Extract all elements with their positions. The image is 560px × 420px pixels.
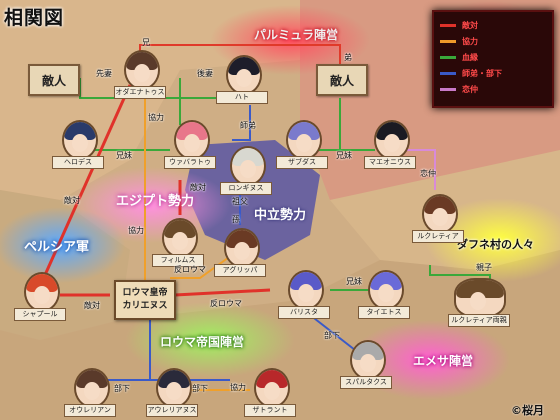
rel-hanroma2: 反ロウマ: [210, 299, 242, 308]
rel-teki1: 敵対: [64, 196, 80, 205]
rel-otouto: 弟: [344, 53, 352, 62]
character-name: ハト: [216, 91, 268, 104]
emperor-title: ロウマ皇帝: [122, 288, 168, 298]
faction-rome: ロウマ帝国陣営: [160, 335, 245, 349]
portrait: [350, 340, 386, 380]
character-name: ザトラント: [244, 404, 296, 417]
character-name: ルクレティア両親: [448, 314, 510, 327]
enemy-box-right: 敵人: [316, 64, 368, 96]
portrait: [162, 218, 198, 258]
rel-teki3: 敵対: [84, 301, 100, 310]
character-maeonius[interactable]: マエオニウス: [364, 120, 416, 172]
character-name: オダエナトゥス: [114, 86, 166, 99]
character-name: オウレリアン: [64, 404, 116, 417]
rel-shikyaku: 師弟: [240, 121, 256, 130]
character-name: マエオニウス: [364, 156, 416, 169]
faction-egypt: エジプト勢力: [116, 194, 195, 209]
character-name: タイエトス: [358, 306, 410, 319]
character-philomus[interactable]: フィルムス: [152, 218, 204, 270]
character-name: アウレリアヌス: [146, 404, 198, 417]
rel-buka3: 部下: [324, 331, 340, 340]
character-herodes[interactable]: ヘロデス: [52, 120, 104, 172]
rel-kyouryoku3: 協力: [230, 383, 246, 392]
character-zabdas[interactable]: ザブダス: [276, 120, 328, 172]
faction-palmyra: パルミュラ陣営: [254, 28, 339, 42]
character-baritsa[interactable]: バリスタ: [278, 270, 330, 322]
rel-ani: 兄: [142, 38, 150, 47]
page-title: 相関図: [4, 7, 65, 29]
character-name: アグリッパ: [214, 264, 266, 277]
character-aurelian[interactable]: オウレリアン: [64, 368, 116, 420]
character-longinus[interactable]: ロンギヌス: [220, 146, 272, 198]
rel-kyoudai3: 兄妹: [346, 277, 362, 286]
character-name: ロンギヌス: [220, 182, 272, 195]
character-name: ルクレティア: [412, 230, 464, 243]
rel-kyoudai1: 兄妹: [116, 151, 132, 160]
character-name: スパルタクス: [340, 376, 392, 389]
emperor-box: ロウマ皇帝 カリエヌス: [114, 280, 176, 320]
character-spartacus[interactable]: スパルタクス: [340, 340, 392, 392]
character-name: ザブダス: [276, 156, 328, 169]
legend-item: 師弟・部下: [440, 66, 502, 80]
rel-buka2: 部下: [192, 384, 208, 393]
legend-item: 敵対: [440, 18, 478, 32]
character-aurelius[interactable]: アウレリアヌス: [146, 368, 198, 420]
portrait: [230, 146, 266, 186]
portrait: [124, 50, 160, 90]
rel-kousai: 後妻: [197, 69, 213, 78]
rel-buka1: 部下: [114, 384, 130, 393]
portrait: [174, 120, 210, 160]
character-odaenathus[interactable]: オダエナトゥス: [114, 50, 166, 102]
copyright: ©桜月: [511, 404, 544, 417]
character-zenobia[interactable]: ザトラント: [244, 368, 296, 420]
portrait: [454, 278, 506, 318]
rel-renai: 恋仲: [420, 169, 436, 178]
character-lucretia[interactable]: ルクレティア: [412, 194, 464, 246]
portrait: [156, 368, 192, 408]
rel-mago: 孫: [232, 215, 240, 224]
portrait: [368, 270, 404, 310]
rel-shisou: 祖父: [232, 197, 248, 206]
character-hato[interactable]: ハト: [216, 55, 268, 107]
portrait: [422, 194, 458, 234]
enemy-box-left: 敵人: [28, 64, 80, 96]
character-name: ウァバラトゥ: [164, 156, 216, 169]
portrait: [224, 228, 260, 268]
legend-item: 協力: [440, 34, 478, 48]
rel-kyoudai2: 兄妹: [336, 151, 352, 160]
character-lucretia-parents[interactable]: ルクレティア両親: [448, 278, 510, 330]
rel-teki2: 敵対: [190, 183, 206, 192]
portrait: [374, 120, 410, 160]
portrait: [254, 368, 290, 408]
rel-kyouryoku2: 協力: [128, 226, 144, 235]
rel-oyako: 親子: [476, 263, 492, 272]
rel-hanroma1: 反ロウマ: [174, 265, 206, 274]
character-name: ヘロデス: [52, 156, 104, 169]
rel-kyouryoku1: 協力: [148, 113, 164, 122]
emperor-name: カリエヌス: [122, 301, 168, 311]
rel-sensai: 先妻: [96, 69, 112, 78]
portrait: [286, 120, 322, 160]
character-vaballathus[interactable]: ウァバラトゥ: [164, 120, 216, 172]
faction-daphne: ダフネ村の人々: [457, 238, 534, 251]
faction-neutral: 中立勢力: [254, 208, 307, 223]
portrait: [288, 270, 324, 310]
character-name: フィルムス: [152, 254, 204, 267]
character-taietus[interactable]: タイエトス: [358, 270, 410, 322]
portrait: [74, 368, 110, 408]
legend-item: 恋仲: [440, 82, 478, 96]
character-agrippa[interactable]: アグリッパ: [214, 228, 266, 280]
legend-item: 血縁: [440, 50, 478, 64]
character-name: シャプール: [14, 308, 66, 321]
portrait: [24, 272, 60, 312]
faction-emesa: エメサ陣営: [413, 354, 474, 368]
portrait: [62, 120, 98, 160]
character-shapur[interactable]: シャプール: [14, 272, 66, 324]
relation-legend: 敵対 協力 血縁 師弟・部下 恋仲: [432, 10, 554, 108]
portrait: [226, 55, 262, 95]
character-name: バリスタ: [278, 306, 330, 319]
faction-persia: ペルシア軍: [24, 240, 90, 255]
